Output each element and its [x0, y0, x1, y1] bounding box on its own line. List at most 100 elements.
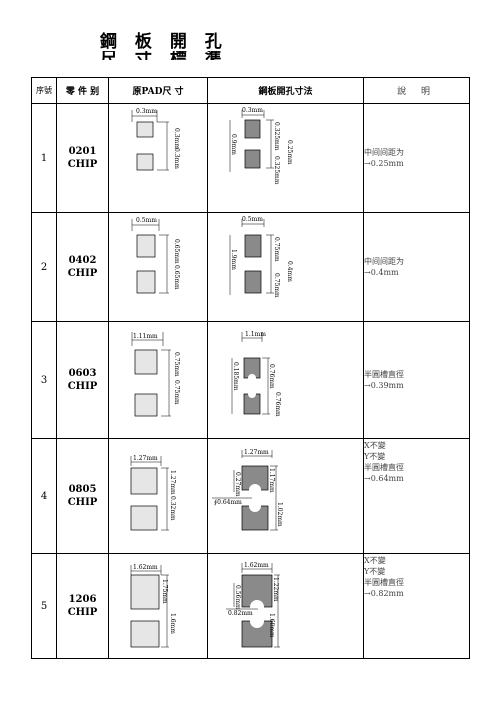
pad-rect-bottom	[130, 505, 158, 530]
stencil-drawing: 1.1mm 0.185mm 0.76mm 0.76mm	[206, 321, 365, 439]
stencil-notch-bottom	[248, 390, 256, 398]
stencil-rect-top	[244, 234, 262, 258]
stencil-left-label: 0.27mm	[234, 472, 241, 497]
stencil-dim-a: 1.22mm	[272, 577, 279, 602]
row-number: 2	[31, 212, 57, 322]
pad-width-label: 1.27mm	[133, 455, 158, 462]
stencil-diagram: 1.62mm 0.56mm 0.82mm 1.22mm 1.60mm	[226, 562, 280, 647]
stencil-diameter-label: 0.82mm	[228, 610, 253, 617]
stencil-notch-top	[250, 599, 264, 614]
pad-dim-a: 0.75mm	[173, 352, 180, 377]
stencil-left-label: 0.56mm	[234, 585, 241, 610]
header-note: 說 明	[363, 77, 471, 104]
stencil-notch-bottom	[250, 613, 264, 628]
pad-dim-a: 0.3mm	[173, 128, 180, 149]
row-number: 3	[31, 321, 57, 439]
pad-dim-b: 0.65mm	[173, 265, 180, 290]
pad-width-label: 1.62mm	[133, 564, 158, 571]
stencil-width-label: 1.62mm	[244, 562, 269, 569]
row-number: 5	[31, 553, 57, 659]
stencil-diagram: 1.27mm 0.27mm ∮0.64mm 1.17mm 1.02mm	[212, 449, 283, 530]
stencil-left-label: 0.9mm	[230, 134, 237, 155]
stencil-dim-b: 0.325mm	[273, 156, 280, 185]
stencil-left-label: 0.185mm	[232, 362, 239, 391]
header-part: 零 件 别	[56, 77, 109, 104]
pad-width-label: 1.11mm	[133, 333, 158, 340]
stencil-dim-a: 0.75mm	[273, 237, 280, 262]
pad-rect-top	[134, 349, 158, 375]
pad-drawing: 1.11mm 0.75mm 0.75mm	[108, 321, 208, 439]
stencil-width-label: 1.1mm	[245, 331, 266, 338]
stencil-dim-a: 0.76mm	[268, 364, 275, 389]
stencil-width-label: 0.5mm	[242, 216, 263, 223]
stencil-dim-a: 1.17mm	[268, 468, 275, 493]
stencil-rect-bottom	[244, 270, 262, 294]
pad-rect-bottom	[136, 153, 154, 171]
stencil-dim-b: 0.76mm	[274, 392, 281, 417]
stencil-drawing: 0.3mm 0.9mm 0.325mm 0.325mm 0.25mm	[206, 103, 365, 213]
stencil-gap-label: 0.25mm	[286, 140, 293, 165]
stencil-dim-b: 1.60mm	[268, 613, 275, 638]
pad-width-label: 0.3mm	[136, 108, 157, 115]
stencil-rect-top	[244, 119, 261, 139]
pad-drawing: 1.27mm 1.27mm 0.32mm	[108, 438, 208, 554]
pad-dim-b: 1.6mm	[169, 613, 176, 634]
pad-rect-top	[130, 467, 158, 494]
stencil-diagram: 1.1mm 0.185mm 0.76mm 0.76mm	[231, 331, 281, 417]
pad-dim-b: 0.32mm	[169, 496, 176, 521]
pad-diagram: 0.3mm 0.3mm 0.3mm	[131, 108, 180, 171]
stencil-width-label: 0.3mm	[242, 107, 263, 114]
stencil-diagram: 0.5mm 1.9mm 0.75mm 0.75mm 0.4mm	[229, 216, 293, 298]
stencil-dim-b: 1.02mm	[276, 502, 283, 527]
pad-dim-a: 1.75mm	[161, 579, 168, 604]
title-line-1: 鋼 板 開 孔	[100, 32, 228, 52]
stencil-drawing: 0.5mm 1.9mm 0.75mm 0.75mm 0.4mm	[206, 212, 365, 322]
stencil-width-label: 1.27mm	[244, 449, 269, 456]
pad-rect-bottom	[134, 393, 158, 417]
stencil-dim-b: 0.75mm	[273, 273, 280, 298]
stencil-notch-bottom	[249, 499, 261, 512]
stencil-dim-a: 0.325mm	[273, 122, 280, 151]
pad-rect-top	[136, 121, 154, 138]
stencil-gap-label: 0.4mm	[286, 261, 293, 282]
header-seq: 序號	[31, 77, 57, 104]
pad-dim-a: 0.65mm	[173, 239, 180, 264]
pad-rect-bottom	[130, 620, 160, 647]
stencil-rect-bottom	[244, 149, 261, 169]
pad-rect-top	[130, 574, 160, 609]
stencil-diagram: 0.3mm 0.9mm 0.325mm 0.325mm 0.25mm	[229, 107, 293, 185]
header-row: 序號 零 件 别 原PAD尺 寸 鋼板開孔寸法 說 明	[31, 77, 471, 104]
pad-dim-a: 1.27mm	[169, 470, 176, 495]
pad-diagram: 1.62mm 1.75mm 1.6mm	[130, 564, 176, 647]
pad-dim-b: 0.75mm	[173, 380, 180, 405]
pad-drawing: 1.62mm 1.75mm 1.6mm	[108, 553, 208, 659]
pad-dim-b: 0.3mm	[173, 148, 180, 169]
note-cell: 中间间距为→0.25mm	[363, 103, 471, 213]
note-cell: 半圓槽直徑→0.39mm	[363, 321, 471, 439]
stencil-notch-top	[249, 483, 261, 496]
stencil-notch-top	[248, 374, 256, 382]
pad-rect-bottom	[136, 270, 156, 294]
pad-width-label: 0.5mm	[136, 217, 157, 224]
pad-diagram: 1.11mm 0.75mm 0.75mm	[131, 332, 180, 417]
row-number: 1	[31, 103, 57, 213]
pad-drawing: 0.5mm 0.65mm 0.65mm	[108, 212, 208, 322]
stencil-diameter-label: ∮0.64mm	[214, 499, 242, 506]
header-stencil: 鋼板開孔寸法	[206, 77, 365, 104]
title-line-2: 尺 寸 標 準	[100, 51, 260, 60]
pad-drawing: 0.3mm 0.3mm 0.3mm	[108, 103, 208, 213]
note-cell: 中间间距为→0.4mm	[363, 212, 471, 322]
row-number: 4	[31, 438, 57, 554]
